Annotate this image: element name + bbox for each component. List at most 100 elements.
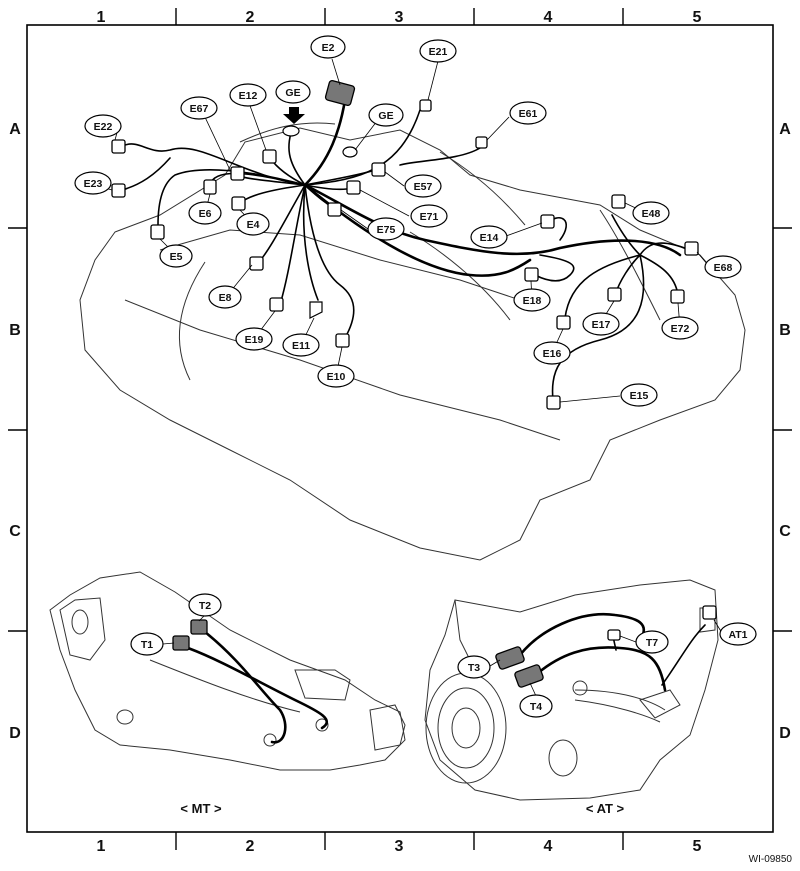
grid-col-1-bottom: 1: [97, 838, 106, 855]
connector-plug-t7: [607, 629, 621, 641]
callout-e2: E2: [310, 35, 346, 59]
svg-text:E19: E19: [245, 334, 264, 346]
connector-plug-e21: [419, 99, 432, 112]
callout-e8: E8: [208, 285, 242, 309]
mt-harness-wires: [186, 630, 329, 744]
connector-plug-t4: [514, 664, 544, 688]
svg-text:E48: E48: [642, 208, 661, 220]
callout-e21: E21: [419, 39, 457, 63]
svg-text:E75: E75: [377, 224, 396, 236]
grid-col-2-bottom: 2: [246, 838, 255, 855]
svg-text:E71: E71: [420, 211, 439, 223]
callout-t1: T1: [130, 632, 164, 656]
engine-callout-labels: E2 E21 GE GE E12 E67 E22 E23 E61 E57 E6 …: [74, 35, 742, 407]
mt-transmission-outline: [49, 571, 406, 771]
grid-column-labels-top: 1 2 3 4 5: [97, 9, 702, 26]
figure-id: WI-09850: [749, 854, 793, 865]
callout-e68: E68: [704, 255, 742, 279]
svg-text:E11: E11: [292, 340, 310, 352]
grid-col-1-top: 1: [97, 9, 106, 26]
connector-plug-e5: [150, 224, 165, 240]
at-harness-wires: [518, 612, 706, 692]
svg-text:E16: E16: [543, 348, 562, 360]
ground-arrow-icon: [283, 107, 305, 124]
callout-e10: E10: [317, 364, 355, 388]
connector-plug-e22: [111, 139, 126, 154]
svg-text:E4: E4: [247, 219, 260, 231]
svg-text:E14: E14: [480, 232, 499, 244]
svg-text:E68: E68: [714, 262, 733, 274]
grid-row-c-right: C: [779, 523, 791, 540]
svg-text:E12: E12: [239, 90, 258, 102]
grid-ticks: [8, 8, 792, 850]
callout-e11: E11: [282, 333, 320, 357]
callout-e16: E16: [533, 341, 571, 365]
connector-plug-at1: [702, 605, 717, 620]
svg-text:E15: E15: [630, 390, 649, 402]
connector-plug-e12: [262, 149, 277, 164]
connector-plug-e10: [335, 333, 350, 348]
ground-terminal-ge-2: [342, 146, 358, 158]
svg-text:AT1: AT1: [728, 629, 747, 641]
callout-e23: E23: [74, 171, 112, 195]
grid-row-d-right: D: [779, 725, 791, 742]
grid-col-3-top: 3: [395, 9, 404, 26]
connector-plug-e67: [230, 166, 245, 181]
connector-plug-e19: [269, 297, 284, 312]
svg-text:E22: E22: [94, 121, 113, 133]
grid-col-3-bottom: 3: [395, 838, 404, 855]
at-connector-plugs: [495, 605, 717, 688]
connector-plug-e61: [475, 136, 488, 149]
connector-plug-e8: [249, 256, 264, 271]
callout-e72: E72: [661, 316, 699, 340]
connector-plug-e71: [346, 180, 361, 195]
grid-row-b-left: B: [9, 322, 21, 339]
connector-plug-t2: [190, 619, 208, 635]
grid-row-d-left: D: [9, 725, 21, 742]
connector-plug-e17: [607, 287, 622, 302]
engine-connector-plugs: [111, 80, 699, 410]
svg-text:T1: T1: [141, 639, 153, 651]
svg-text:E67: E67: [190, 103, 209, 115]
connector-plug-e68: [684, 241, 699, 256]
connector-plug-e14: [540, 214, 555, 229]
callout-e67: E67: [180, 96, 218, 120]
callout-e71: E71: [410, 204, 448, 228]
callout-e22: E22: [84, 114, 122, 138]
callout-t4: T4: [519, 694, 553, 718]
svg-text:E23: E23: [84, 178, 103, 190]
connector-plug-e15: [546, 395, 561, 410]
at-caption: < AT >: [586, 801, 625, 816]
svg-text:E17: E17: [592, 319, 611, 331]
svg-text:E2: E2: [322, 42, 335, 54]
connector-plug-t3: [495, 646, 525, 670]
svg-text:E72: E72: [671, 323, 690, 335]
callout-e6: E6: [188, 201, 222, 225]
connector-plug-e6: [203, 179, 217, 195]
callout-ge-1: GE: [275, 80, 311, 104]
connector-plug-e16: [556, 315, 571, 330]
grid-col-5-top: 5: [693, 9, 702, 26]
at-transmission-outline: [424, 579, 719, 801]
grid-col-4-top: 4: [544, 9, 553, 26]
svg-text:T2: T2: [199, 600, 211, 612]
callout-e4: E4: [236, 212, 270, 236]
connector-plug-e2: [324, 80, 356, 106]
grid-row-b-right: B: [779, 322, 791, 339]
connector-plug-e4: [231, 196, 246, 211]
svg-text:E10: E10: [327, 371, 346, 383]
callout-t3: T3: [457, 655, 491, 679]
callout-e75: E75: [367, 217, 405, 241]
svg-text:E61: E61: [519, 108, 538, 120]
svg-text:E57: E57: [414, 181, 433, 193]
callout-at1: AT1: [719, 622, 757, 646]
mt-connector-plugs: [172, 619, 208, 651]
connector-plug-e75: [327, 202, 342, 217]
grid-row-labels-left: A B C D: [9, 121, 21, 742]
svg-text:E18: E18: [523, 295, 542, 307]
connector-plug-e11: [309, 301, 323, 319]
grid-row-a-left: A: [9, 121, 21, 138]
svg-text:GE: GE: [285, 87, 300, 99]
svg-text:T3: T3: [468, 662, 480, 674]
